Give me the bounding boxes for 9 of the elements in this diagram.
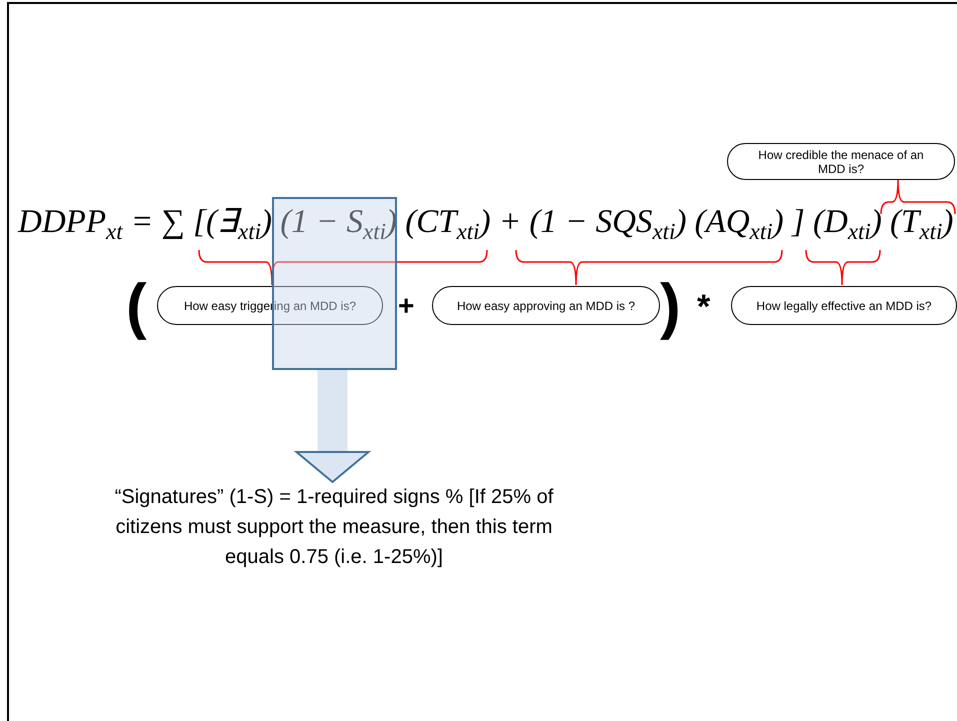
- callout-bubble: How credible the menace of an MDD is?: [727, 143, 955, 180]
- parenthesis: (: [126, 276, 147, 338]
- plus-sign: +: [398, 292, 414, 320]
- callout-bubble: How easy approving an MDD is ?: [432, 286, 660, 325]
- explanation-text: “Signatures” (1-S) = 1-required signs % [If 25% of citizens must support the measure, then this term equals 0.75 (i.e. 1-25%)]: [109, 482, 559, 572]
- callout-bubble: How legally effective an MDD is?: [731, 286, 957, 325]
- multiplication-sign: *: [697, 290, 710, 324]
- parenthesis: ): [660, 276, 681, 338]
- block-arrow: [296, 370, 370, 483]
